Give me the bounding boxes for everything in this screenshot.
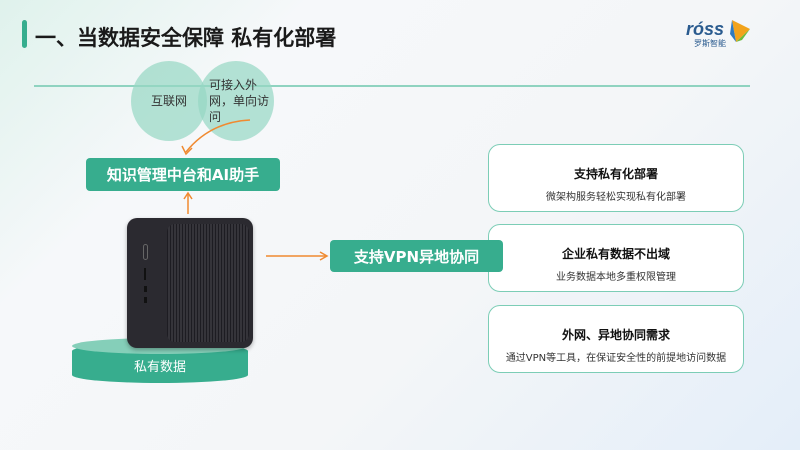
arrows xyxy=(181,119,251,214)
title-accent-bar xyxy=(22,20,27,48)
svg-text:罗斯智能: 罗斯智能 xyxy=(694,38,726,48)
card-private-deployment: 支持私有化部署 微架构服务轻松实现私有化部署 xyxy=(488,144,744,212)
card-title: 支持私有化部署 xyxy=(573,167,658,181)
page-title: 一、当数据安全保障 私有化部署 xyxy=(35,26,337,50)
card-remote-collab: 外网、异地协同需求 通过VPN等工具，在保证安全性的前提地访问数据 xyxy=(488,305,744,373)
card-title: 企业私有数据不出域 xyxy=(561,247,670,261)
mini-pc-device xyxy=(127,218,253,348)
card-desc: 通过VPN等工具，在保证安全性的前提地访问数据 xyxy=(505,353,727,364)
card-desc: 业务数据本地多重权限管理 xyxy=(556,272,676,283)
ross-logo: róss 罗斯智能 xyxy=(686,18,752,48)
card-desc: 微架构服务轻松实现私有化部署 xyxy=(546,192,686,203)
base-label: 私有数据 xyxy=(133,360,186,375)
internet-label: 互联网 xyxy=(150,94,187,108)
external-access-circle: 可接入外网，单向访问 xyxy=(198,61,274,141)
card-data-not-leave: 企业私有数据不出域 业务数据本地多重权限管理 xyxy=(488,224,744,292)
curved-arrow xyxy=(185,119,251,153)
title-divider xyxy=(34,85,750,87)
card-title: 外网、异地协同需求 xyxy=(561,328,670,342)
internet-circle: 互联网 xyxy=(131,61,207,141)
right-arrow xyxy=(266,251,329,261)
vpn-box: 支持VPN异地协同 xyxy=(330,240,503,272)
svg-text:róss: róss xyxy=(686,19,724,39)
external-access-label: 可接入外网，单向访问 xyxy=(209,78,270,124)
platform-box: 知识管理中台和AI助手 xyxy=(86,158,280,191)
